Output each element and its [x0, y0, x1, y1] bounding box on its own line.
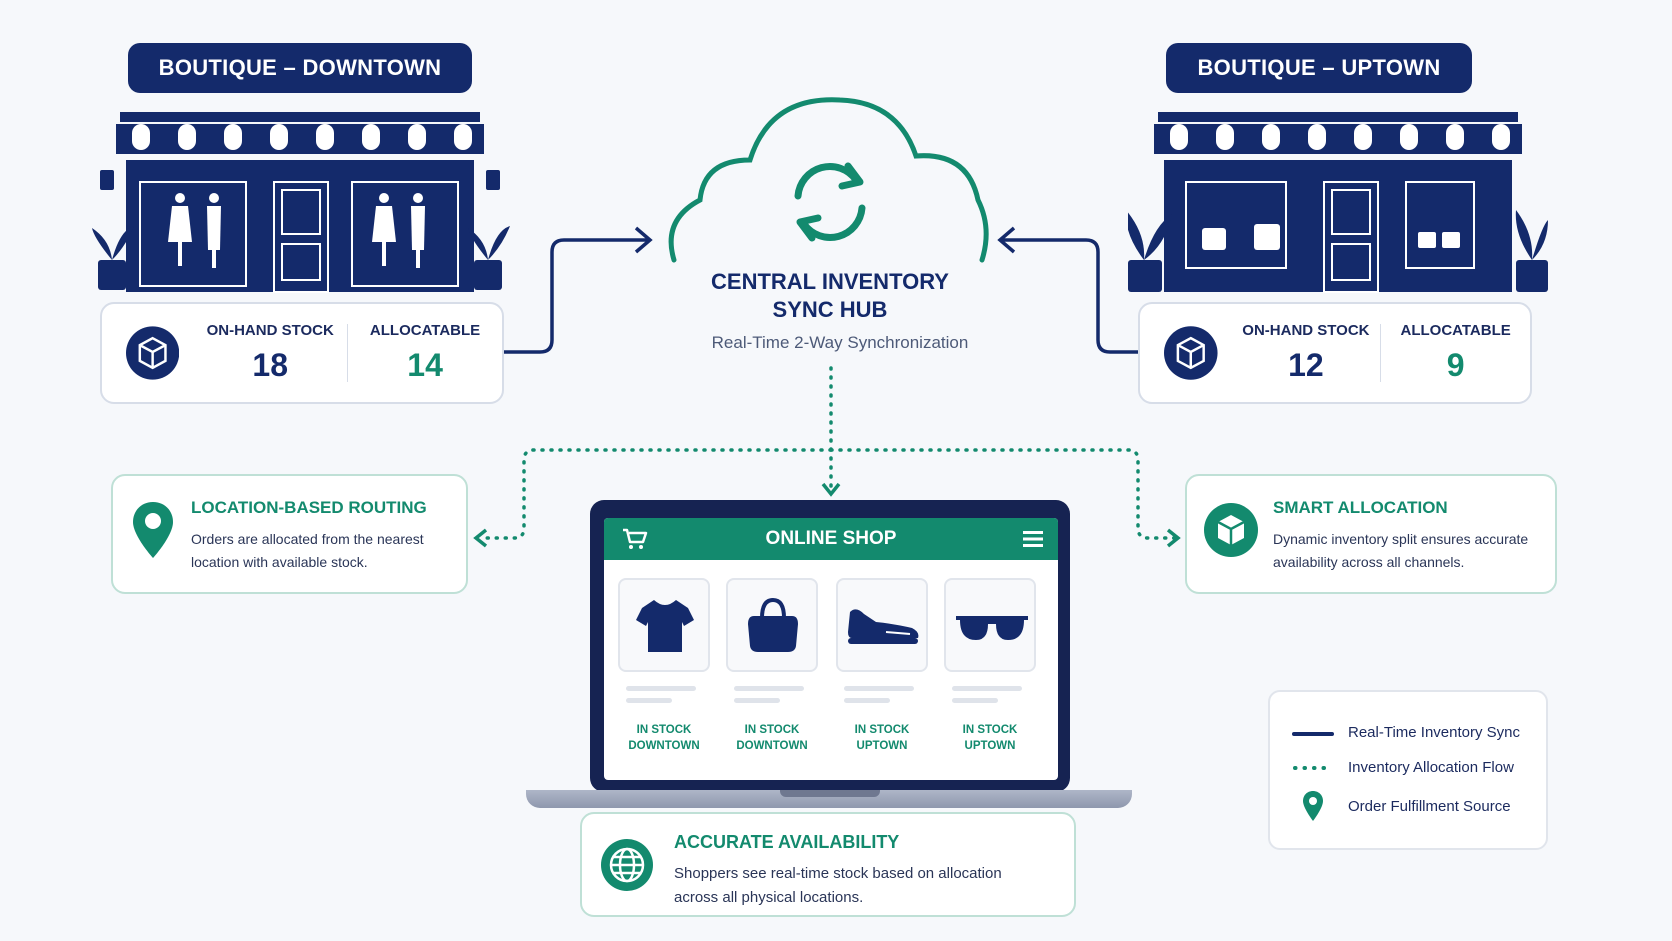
cloud-icon [668, 97, 989, 263]
globe-icon [601, 839, 653, 891]
sync-arrow-right [997, 226, 1016, 254]
routing-line1: Orders are allocated from the nearest [191, 531, 424, 547]
hub-title-line1: CENTRAL INVENTORY [711, 269, 949, 294]
solid-line-swatch [1292, 732, 1334, 736]
stock-card-uptown: ON-HAND STOCK 12 ALLOCATABLE 9 [1138, 302, 1532, 404]
location-pin-icon [133, 502, 173, 558]
sneaker-icon [848, 609, 919, 644]
hub-subtitle: Real-Time 2-Way Synchronization [711, 333, 969, 352]
menu-icon[interactable] [1022, 530, 1044, 548]
sync-arrow-left [634, 226, 653, 254]
availability-line1: Shoppers see real-time stock based on al… [674, 865, 1002, 882]
divider [1380, 324, 1382, 382]
sync-line-downtown [504, 238, 648, 354]
allocation-line2: availability across all channels. [1273, 554, 1465, 570]
allocation-box-icon [1204, 503, 1258, 557]
sunglasses-icon [956, 616, 1028, 640]
laptop-notch [780, 790, 880, 797]
dotted-line-swatch [1293, 766, 1334, 770]
stock-card-downtown: ON-HAND STOCK 18 ALLOCATABLE 14 [100, 302, 504, 404]
on-hand-label: ON-HAND STOCK [206, 322, 334, 339]
legend-item-allocation: Inventory Allocation Flow [1348, 759, 1514, 776]
allocatable-label: ALLOCATABLE [1400, 322, 1511, 339]
allocatable-label: ALLOCATABLE [369, 322, 481, 339]
tshirt-icon [636, 600, 694, 652]
store-label-downtown: BOUTIQUE – DOWNTOWN [128, 43, 472, 93]
product-card[interactable] [944, 578, 1036, 672]
handbag-icon [748, 597, 798, 652]
legend-item-sync: Real-Time Inventory Sync [1348, 724, 1521, 741]
product-card[interactable] [618, 578, 710, 672]
availability-title: ACCURATE AVAILABILITY [674, 832, 900, 852]
uptown-storefront-icon [1128, 112, 1548, 293]
store-label-uptown: BOUTIQUE – UPTOWN [1166, 43, 1472, 93]
on-hand-value: 18 [252, 347, 288, 383]
downtown-storefront-icon [92, 112, 510, 293]
divider [347, 324, 349, 382]
sync-line-uptown [1002, 238, 1138, 354]
legend: Real-Time Inventory Sync Inventory Alloc… [1268, 690, 1548, 850]
legend-item-fulfillment: Order Fulfillment Source [1348, 798, 1511, 815]
routing-title: LOCATION-BASED ROUTING [191, 498, 427, 517]
routing-line2: location with available stock. [191, 554, 368, 570]
cart-icon[interactable] [622, 528, 648, 550]
package-icon [1164, 326, 1218, 380]
allocation-card: SMART ALLOCATION Dynamic inventory split… [1185, 474, 1557, 594]
on-hand-label: ON-HAND STOCK [1242, 322, 1370, 339]
allocation-title: SMART ALLOCATION [1273, 498, 1448, 517]
allocation-line1: Dynamic inventory split ensures accurate [1273, 531, 1529, 547]
allocatable-value: 14 [407, 347, 443, 383]
allocatable-value: 9 [1446, 347, 1465, 383]
shop-header: ONLINE SHOP [604, 518, 1058, 560]
sync-icon [794, 162, 866, 242]
on-hand-value: 12 [1288, 347, 1324, 383]
availability-line2: across all physical locations. [674, 889, 864, 906]
product-card[interactable] [836, 578, 928, 672]
location-pin-icon [1303, 791, 1323, 821]
product-card[interactable] [726, 578, 818, 672]
hub-title-line2: SYNC HUB [772, 297, 888, 322]
routing-card: LOCATION-BASED ROUTING Orders are alloca… [111, 474, 468, 594]
laptop-base [526, 790, 1132, 808]
shop-title: ONLINE SHOP [765, 528, 897, 549]
availability-card: ACCURATE AVAILABILITY Shoppers see real-… [580, 812, 1076, 917]
package-icon [126, 326, 180, 380]
